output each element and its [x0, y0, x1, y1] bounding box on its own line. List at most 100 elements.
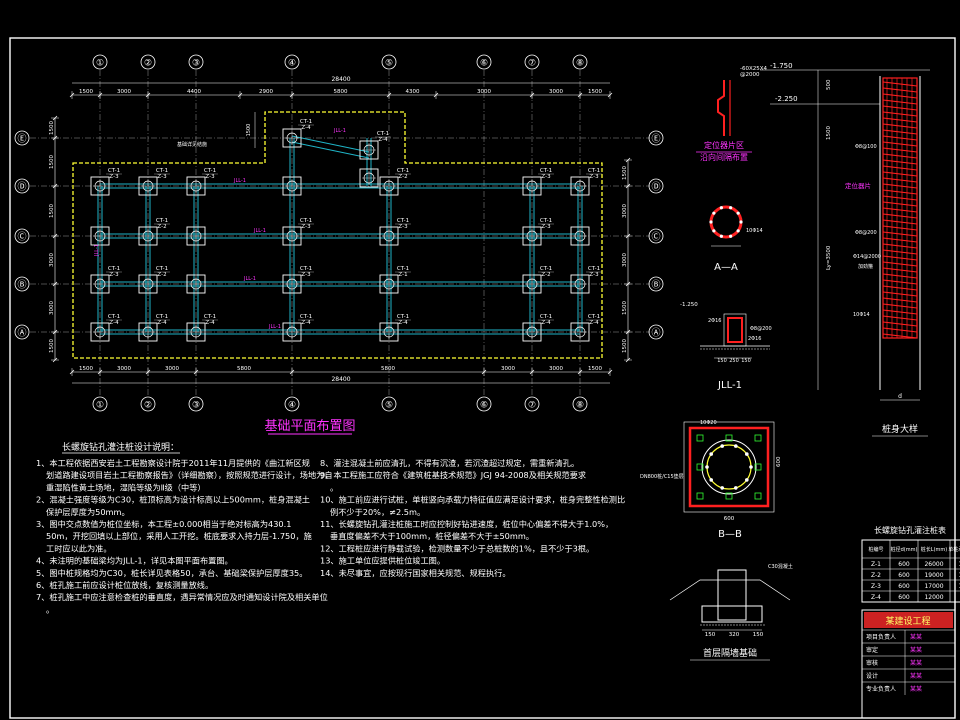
titleblock-name: 某某: [910, 686, 922, 693]
pile-cap-type: CT-1: [397, 218, 409, 224]
pile-cap-type: CT-1: [300, 218, 312, 224]
axis-bubble-right: [648, 324, 664, 340]
table-header: 桩径d(mm): [891, 546, 918, 553]
axis-bubble-left: [14, 130, 30, 146]
table-cell: 600: [898, 594, 910, 601]
axis-label-top: ①: [96, 59, 104, 69]
pile-cap: [282, 226, 302, 246]
pile-type: Z-3: [541, 224, 551, 230]
table-cell: Z-1: [871, 561, 881, 568]
pile-cap-type: CT-1: [397, 168, 409, 174]
pile-cap-type: CT-1: [108, 168, 120, 174]
bottom-dim-value: 1500: [79, 366, 93, 372]
bottom-dim-value: 3000: [117, 366, 131, 372]
note-line: 50m，开挖回填以上部位，采用人工开挖。桩底要求入持力层-1.750，施: [46, 531, 312, 541]
pile-cap: [282, 274, 302, 294]
pile-cap-type: CT-1: [300, 119, 312, 125]
section-bb-outer: [683, 421, 775, 513]
section-bb-bar: [709, 478, 714, 482]
section-aa-bar: [712, 229, 716, 233]
pile-spiral: [882, 171, 918, 177]
table-header: 桩编号: [868, 546, 883, 553]
pile-cap-type: CT-1: [300, 314, 312, 320]
pile-cap: [379, 226, 399, 246]
pile-type: Z-4: [109, 320, 119, 326]
note-line: 1、本工程依据西安岩土工程勘察设计院于2011年11月提供的《曲江新区规: [36, 458, 310, 468]
pile-cap: [379, 274, 399, 294]
section-bb-corner: [696, 463, 704, 471]
pile-spiral: [882, 213, 918, 219]
pile-cap: [138, 226, 158, 246]
axis-bubble-top: [381, 54, 397, 70]
pile-spiral: [882, 135, 918, 141]
pile-spiral: [882, 333, 918, 339]
pile-type: Z-3: [109, 272, 119, 278]
pile-spiral: [882, 159, 918, 165]
pile-cap-type: CT-1: [156, 168, 168, 174]
section-bb-dim-w: 600: [724, 516, 735, 522]
pile-spiral: [882, 219, 918, 225]
pile-text-5: 加劲箍: [858, 263, 873, 270]
titleblock-role: 项目负责人: [866, 633, 896, 641]
section-bb-corner: [696, 492, 704, 500]
section-aa-bar: [712, 211, 716, 215]
pile-spiral: [882, 237, 918, 243]
bottom-total-value: 28400: [331, 376, 350, 383]
pile-cap: [379, 176, 399, 196]
pile-cap-type: CT-1: [377, 131, 389, 137]
left-dim-value: 1500: [49, 339, 55, 353]
pile-text-1: Φ8@100: [855, 144, 877, 150]
axis-label-bottom: ③: [192, 401, 200, 411]
pile-spiral: [882, 177, 918, 183]
pile-spiral: [882, 189, 918, 195]
pile-cap: [90, 322, 110, 342]
axis-label-left: Ⓐ: [17, 328, 26, 339]
pile-spiral: [882, 141, 918, 147]
pile-cap-type: CT-1: [540, 314, 552, 320]
axis-bubble-left: [14, 178, 30, 194]
axis-bubble-left: [14, 324, 30, 340]
axis-bubble-top: [284, 54, 300, 70]
left-dim-value: 1500: [49, 121, 55, 135]
note-line: 保护层厚度为50mm。: [46, 507, 130, 517]
table-cell: 19000: [924, 572, 943, 579]
section-bb-dim-h: 600: [776, 456, 782, 467]
jll-dim: 150: [741, 358, 751, 364]
titleblock-logo-bar: [864, 612, 953, 628]
top-dim-value: 1500: [588, 89, 602, 95]
pile-spiral: [882, 183, 918, 189]
pile-spiral: [882, 285, 918, 291]
pile-spiral: [882, 201, 918, 207]
table-cell: Z-3: [871, 583, 881, 590]
section-bb-corner: [696, 434, 704, 442]
titleblock-role: 审定: [866, 646, 878, 654]
pile-elev-2: -2.250: [775, 95, 798, 103]
design-notes: 长螺旋钻孔灌注桩设计说明： 1、本工程依据西安岩土工程勘察设计院于2011年11…: [36, 441, 625, 614]
foundation-beam: [291, 141, 370, 159]
jll-bar-bottom: 2Φ16: [748, 336, 761, 342]
section-bb-bar-label: 10Φ20: [700, 420, 717, 426]
titleblock-name: 某某: [910, 634, 922, 641]
axis-bubble-bottom: [92, 396, 108, 412]
pile-spiral: [882, 273, 918, 279]
pile-cap: [570, 176, 590, 196]
axis-label-bottom: ⑧: [576, 401, 584, 411]
axis-bubble-bottom: [476, 396, 492, 412]
top-dim-value: 3000: [117, 89, 131, 95]
building-outline: [72, 111, 603, 359]
detail1-subtitle: 沿向间隔布置: [700, 152, 748, 162]
axis-bubble-right: [648, 228, 664, 244]
pile-cap-type: CT-1: [588, 266, 600, 272]
pile-type: Z-4: [157, 320, 167, 326]
pile-text-6: 10Φ14: [853, 312, 870, 318]
pile-spiral: [882, 81, 918, 87]
pile-type: Z-2: [157, 224, 166, 230]
axis-bubble-top: [572, 54, 588, 70]
floor-wall: [717, 569, 747, 621]
top-dim-value: 2900: [259, 89, 273, 95]
table-cell: 26000: [924, 561, 943, 568]
section-bb-pile: [701, 439, 757, 495]
pile-spiral: [882, 87, 918, 93]
